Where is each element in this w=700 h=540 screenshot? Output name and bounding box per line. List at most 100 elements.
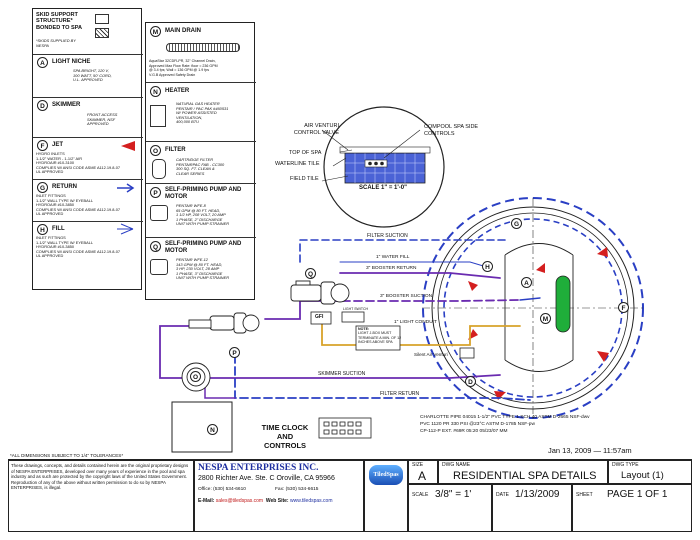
legend-letter-h: H bbox=[37, 224, 48, 235]
spa-plan-drawing bbox=[159, 106, 645, 453]
company-address: 2800 Richter Ave. Ste. C Oroville, CA 95… bbox=[198, 475, 335, 482]
legend-title-pump-p: SELF-PRIMING PUMP AND MOTOR bbox=[165, 187, 242, 200]
label-gfi: GFI bbox=[315, 314, 324, 320]
skid-symbol bbox=[95, 14, 109, 24]
main-drain-symbol bbox=[166, 43, 240, 52]
sheet-label: SHEET bbox=[576, 492, 593, 498]
legend-letter-d: D bbox=[37, 100, 48, 111]
legend-title-pump-q: SELF-PRIMING PUMP AND MOTOR bbox=[165, 241, 242, 254]
legend-title-main-drain: MAIN DRAIN bbox=[165, 28, 201, 34]
dwg-type-cell: DWG TYPE Layout (1) bbox=[608, 460, 692, 484]
tolerance-note: *ALL DIMENSIONS SUBJECT TO 1/4" TOLERANC… bbox=[10, 453, 124, 458]
legend-letter-n: N bbox=[150, 86, 161, 97]
heater-symbol bbox=[150, 105, 166, 127]
callout-n: N bbox=[207, 424, 218, 435]
label-waterline-tile: WATERLINE TILE bbox=[275, 161, 320, 167]
label-light-switch: LIGHT SWITCH bbox=[343, 307, 369, 311]
tiledspas-logo: TiledSpas bbox=[369, 465, 403, 485]
logo-box: TiledSpas bbox=[364, 460, 408, 532]
label-water-fill: 1" WATER FILL bbox=[376, 255, 410, 260]
legend-letter-p: P bbox=[150, 187, 161, 198]
callout-f: F bbox=[618, 302, 629, 313]
callout-a: A bbox=[521, 277, 532, 288]
legend-right-panel: M MAIN DRAIN AquaStar 32CDFLPR, 32" Chan… bbox=[145, 22, 256, 300]
skid-symbol-hatched bbox=[95, 28, 109, 38]
note-box bbox=[355, 325, 401, 351]
legend-title-light-niche: LIGHT NICHE bbox=[52, 59, 91, 65]
legend-title-skimmer: SKIMMER bbox=[52, 102, 81, 108]
legend-title-fill: FILL bbox=[52, 226, 65, 232]
legend-left-panel: SKID SUPPORT STRUCTURE* BONDED TO SPA *S… bbox=[32, 8, 143, 290]
company-office: Office: (530) 534-6610 bbox=[198, 487, 246, 492]
label-filter-suction: FILTER SUCTION bbox=[367, 233, 408, 239]
pump-q-symbol bbox=[150, 259, 168, 275]
section-detail bbox=[321, 106, 445, 228]
legend-letter-f: F bbox=[37, 140, 48, 151]
scale-cell: SCALE 3/8" = 1' bbox=[408, 484, 492, 532]
legend-letter-o: O bbox=[150, 145, 161, 156]
label-booster-return: 3" BOOSTER RETURN bbox=[366, 266, 417, 271]
company-name: NESPA ENTERPRISES INC. bbox=[198, 463, 319, 473]
legend-letter-q: Q bbox=[150, 241, 161, 252]
date-label: DATE bbox=[496, 492, 509, 498]
size-cell: SIZE A bbox=[408, 460, 438, 484]
label-field-tile: FIELD TILE bbox=[290, 176, 319, 182]
web-link[interactable]: www.tiledspas.com bbox=[289, 498, 333, 504]
legend-title-heater: HEATER bbox=[165, 88, 190, 94]
legend-letter-a: A bbox=[37, 57, 48, 68]
label-top-of-spa: TOP OF SPA bbox=[289, 150, 322, 156]
date-cell: DATE 1/13/2009 bbox=[492, 484, 572, 532]
dwg-name-value: RESIDENTIAL SPA DETAILS bbox=[453, 470, 597, 482]
gfi-box bbox=[310, 311, 332, 325]
label-booster-suction: 3" BOOSTER SUCTION bbox=[380, 294, 433, 299]
disclaimer-text: These drawings, concepts, and details co… bbox=[11, 463, 189, 491]
label-air-venturi: AIR VENTURI CONTROL VALVE bbox=[293, 123, 339, 136]
callout-q: Q bbox=[305, 268, 316, 279]
date-stamp: Jan 13, 2009 — 11:57am bbox=[548, 446, 632, 455]
time-clock-box bbox=[318, 417, 372, 439]
company-box: NESPA ENTERPRISES INC. 2800 Richter Ave.… bbox=[194, 460, 364, 532]
label-filter-return: FILTER RETURN bbox=[380, 391, 420, 397]
legend-desc-main-drain: AquaStar 32CDFLPR, 32" Channel Drain,App… bbox=[149, 59, 218, 77]
legend-title-jet: JET bbox=[52, 142, 64, 148]
legend-desc-light-niche: SPA BRIGHT, 120 V,100 WATT, 50' CORD,U.L… bbox=[73, 68, 112, 82]
email-link[interactable]: sales@tiledspas.com bbox=[215, 498, 264, 504]
jet-arrow-icon bbox=[121, 141, 135, 151]
callout-d: D bbox=[465, 376, 476, 387]
label-light-conduit: 1" LIGHT CONDUIT bbox=[394, 320, 437, 325]
light-switch-box bbox=[341, 311, 365, 323]
date-value: 1/13/2009 bbox=[515, 489, 560, 500]
scale-label: SCALE bbox=[412, 492, 429, 498]
skimmer-box bbox=[459, 347, 475, 359]
callout-g: G bbox=[511, 218, 522, 229]
size-value: A bbox=[418, 469, 427, 483]
label-compool-controls: COMPOOL SPA SIDE CONTROLS bbox=[424, 124, 479, 137]
skid-note: *SKIDS SUPPLIED BY NESPA bbox=[36, 38, 76, 48]
pump-p-symbol bbox=[150, 205, 168, 221]
dwg-name-cell: DWG NAME RESIDENTIAL SPA DETAILS bbox=[438, 460, 608, 484]
fill-arrow-icon bbox=[117, 223, 134, 235]
legend-letter-m: M bbox=[150, 26, 161, 37]
legend-letter-g: G bbox=[37, 182, 48, 193]
callout-o: O bbox=[190, 371, 201, 382]
label-skimmer-suction: SKIMMER SUCTION bbox=[318, 371, 366, 377]
sheet-cell: SHEET PAGE 1 OF 1 bbox=[572, 484, 692, 532]
heater-box bbox=[171, 401, 233, 453]
pump-q bbox=[290, 280, 350, 305]
filter-symbol bbox=[152, 159, 166, 179]
scale-value: 3/8" = 1' bbox=[435, 489, 472, 500]
spa-outline bbox=[422, 197, 645, 420]
dwg-name-label: DWG NAME bbox=[442, 462, 471, 468]
skid-title: SKID SUPPORT STRUCTURE* BONDED TO SPA bbox=[36, 12, 83, 31]
legend-title-return: RETURN bbox=[52, 184, 77, 190]
disclaimer-box: These drawings, concepts, and details co… bbox=[8, 460, 194, 532]
